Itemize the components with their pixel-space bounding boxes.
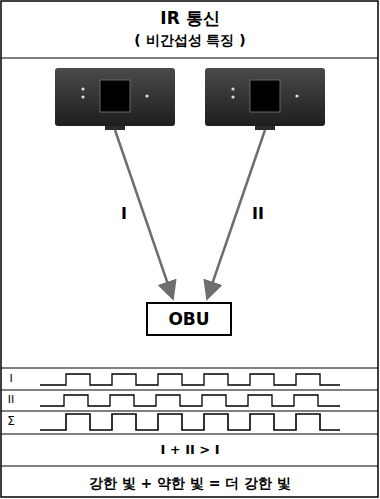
process-box: OBU <box>146 302 232 336</box>
ir-device <box>55 68 175 130</box>
waveform-grid <box>1 368 378 466</box>
ir-beam <box>115 130 172 296</box>
square-wave <box>40 374 340 430</box>
beam-label: II <box>252 205 264 223</box>
title-divider <box>1 57 378 58</box>
box-label: OBU <box>168 309 209 329</box>
beam-label: I <box>121 205 127 223</box>
ir-beam <box>208 130 265 296</box>
row-label: I <box>9 373 12 386</box>
formula: I + II > I <box>160 443 219 458</box>
row-label: Σ <box>7 415 15 429</box>
ir-device <box>205 68 325 130</box>
row-label: II <box>8 394 15 407</box>
caption: 강한 빛 + 약한 빛 = 더 강한 빛 <box>89 475 291 491</box>
subtitle: ( 비간섭성 특징 ) <box>134 32 245 48</box>
title: IR 통신 <box>160 9 219 29</box>
